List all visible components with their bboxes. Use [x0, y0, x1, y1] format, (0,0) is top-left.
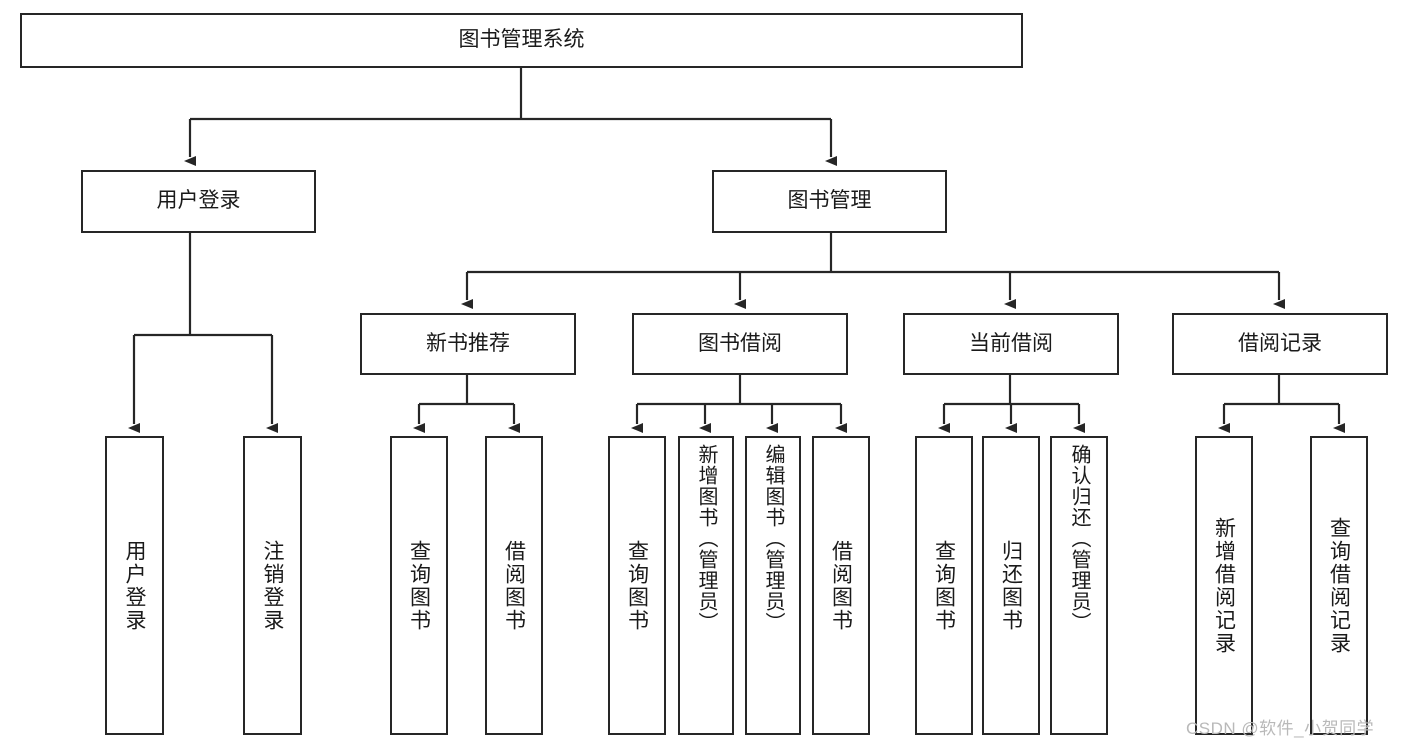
node-leaf-borrow-book-2-label: 借阅图书 [829, 539, 853, 632]
node-leaf-logout-login[interactable]: 注销登录 [243, 436, 302, 735]
node-leaf-query-book-2-label: 查询图书 [625, 539, 649, 632]
node-leaf-borrow-book-2[interactable]: 借阅图书 [812, 436, 870, 735]
node-new-book-recommend-label: 新书推荐 [426, 331, 510, 355]
node-root[interactable]: 图书管理系统 [20, 13, 1023, 68]
node-current-borrow[interactable]: 当前借阅 [903, 313, 1119, 375]
node-book-manage-label: 图书管理 [787, 189, 872, 213]
node-leaf-query-borrow-record-label: 查询借阅记录 [1327, 516, 1351, 655]
node-borrow-record[interactable]: 借阅记录 [1172, 313, 1388, 375]
node-leaf-add-borrow-record[interactable]: 新增借阅记录 [1195, 436, 1253, 735]
node-current-borrow-label: 当前借阅 [969, 331, 1053, 355]
node-book-borrow[interactable]: 图书借阅 [632, 313, 848, 375]
node-leaf-add-book-admin[interactable]: 新增图书（管理员） [678, 436, 734, 735]
node-leaf-borrow-book-1[interactable]: 借阅图书 [485, 436, 543, 735]
node-book-manage[interactable]: 图书管理 [712, 170, 947, 233]
node-leaf-add-book-admin-label: 新增图书（管理员） [695, 444, 717, 633]
node-leaf-edit-book-admin[interactable]: 编辑图书（管理员） [745, 436, 801, 735]
node-leaf-query-book-1[interactable]: 查询图书 [390, 436, 448, 735]
node-leaf-user-login[interactable]: 用户登录 [105, 436, 164, 735]
node-leaf-edit-book-admin-label: 编辑图书（管理员） [762, 444, 784, 633]
node-leaf-query-book-3-label: 查询图书 [932, 539, 956, 632]
node-leaf-return-book-label: 归还图书 [999, 539, 1023, 632]
node-borrow-record-label: 借阅记录 [1238, 331, 1322, 355]
node-root-label: 图书管理系统 [458, 28, 585, 52]
node-leaf-borrow-book-1-label: 借阅图书 [502, 539, 526, 632]
node-leaf-confirm-return-admin[interactable]: 确认归还（管理员） [1050, 436, 1108, 735]
node-user-login-label: 用户登录 [156, 189, 241, 213]
node-leaf-query-book-2[interactable]: 查询图书 [608, 436, 666, 735]
node-leaf-logout-login-label: 注销登录 [261, 539, 284, 632]
node-leaf-query-book-3[interactable]: 查询图书 [915, 436, 973, 735]
node-leaf-confirm-return-admin-label: 确认归还（管理员） [1068, 444, 1090, 633]
csdn-watermark: CSDN @软件_小贺同学 [1186, 719, 1375, 738]
node-leaf-query-borrow-record[interactable]: 查询借阅记录 [1310, 436, 1368, 735]
node-user-login[interactable]: 用户登录 [81, 170, 316, 233]
node-leaf-user-login-label: 用户登录 [123, 539, 146, 632]
node-leaf-return-book[interactable]: 归还图书 [982, 436, 1040, 735]
node-book-borrow-label: 图书借阅 [698, 331, 782, 355]
node-leaf-query-book-1-label: 查询图书 [407, 539, 431, 632]
node-leaf-add-borrow-record-label: 新增借阅记录 [1212, 516, 1236, 655]
node-new-book-recommend[interactable]: 新书推荐 [360, 313, 576, 375]
